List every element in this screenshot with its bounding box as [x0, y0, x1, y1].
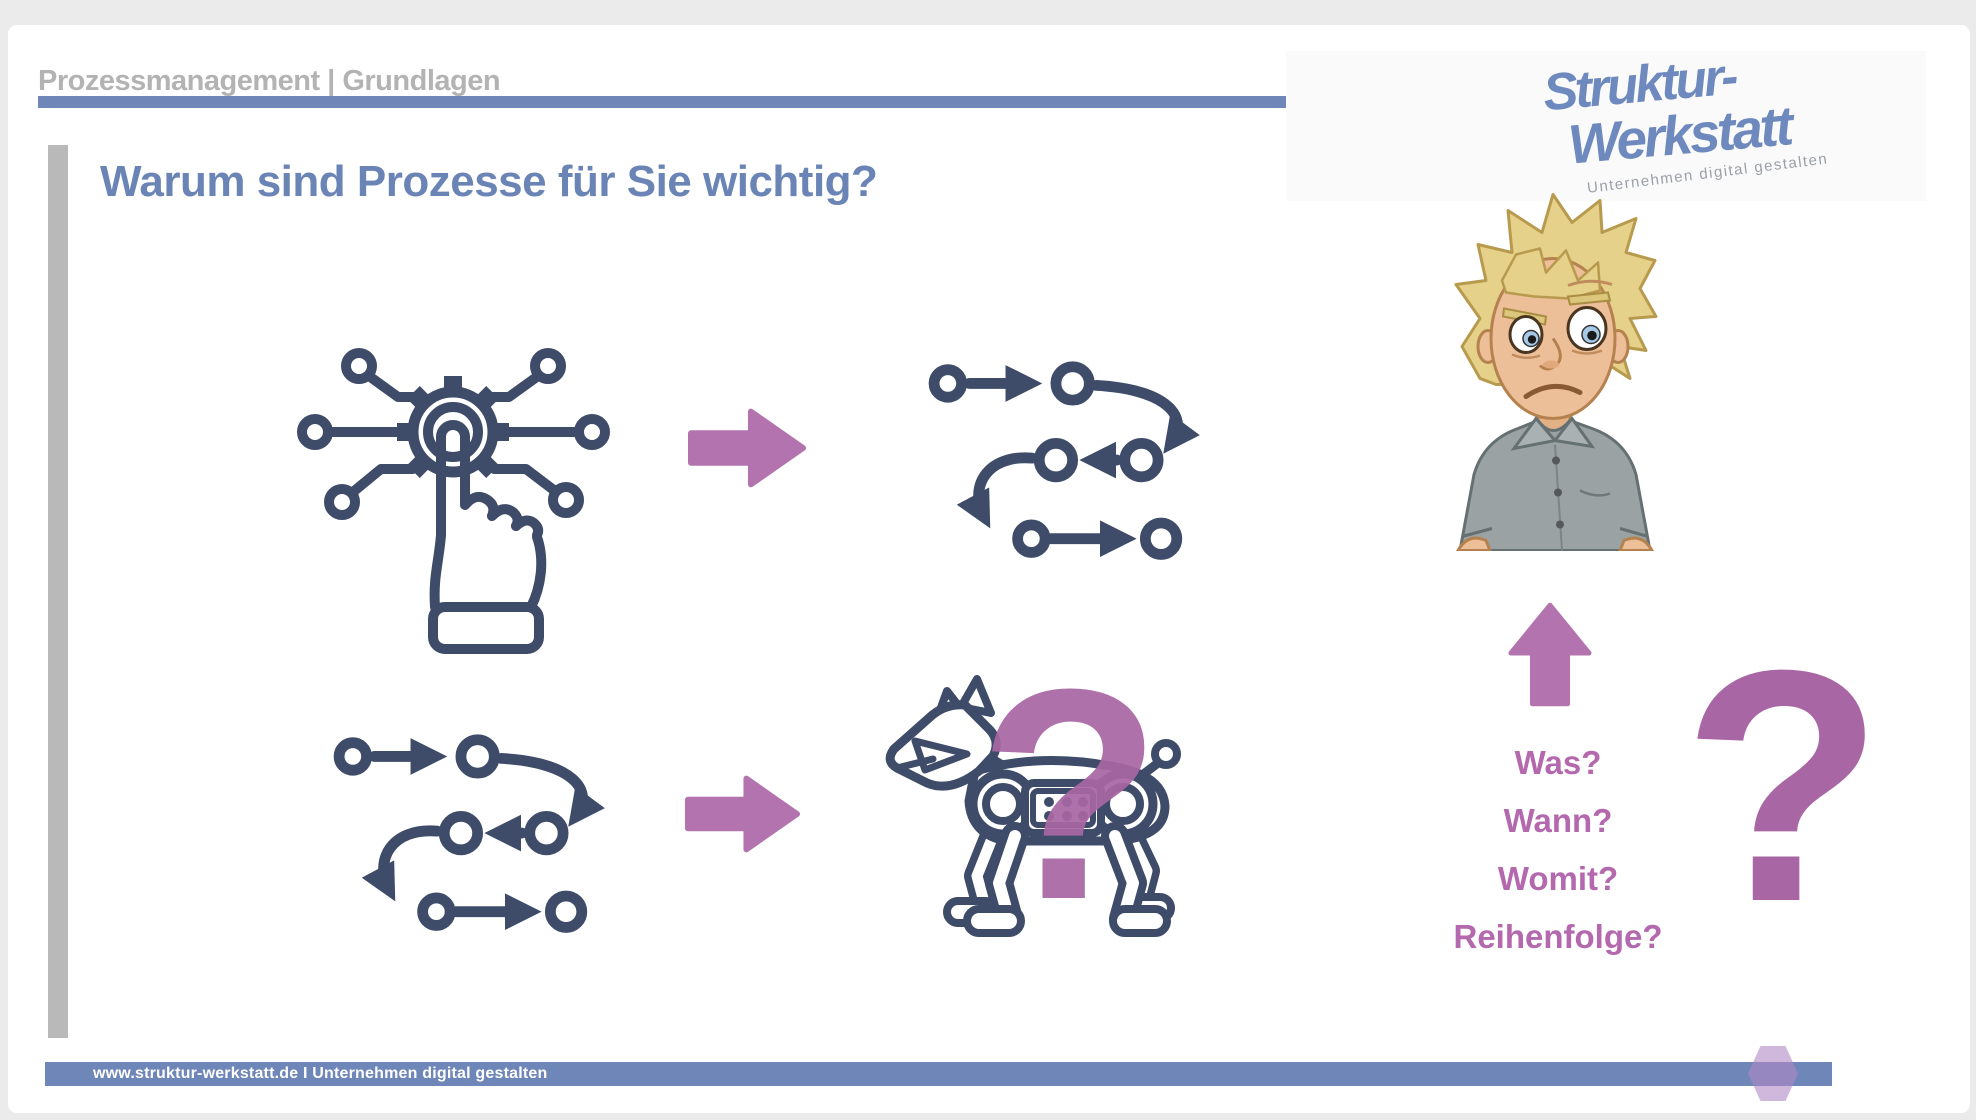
- big-question-mark: ?: [1682, 601, 1884, 970]
- left-accent-bar: [48, 145, 68, 1038]
- digital-touch-gear-icon: [295, 345, 615, 660]
- logo-background: [1286, 51, 1926, 201]
- header-divider: [38, 96, 1535, 108]
- arrow-right-icon: [685, 770, 800, 858]
- question-item: Wann?: [1503, 802, 1613, 839]
- questions-list: Was? Wann? Womit? Reihenfolge?: [1408, 734, 1708, 966]
- question-mark-on-robot: ?: [978, 626, 1162, 962]
- process-flow-icon-bottom: [328, 725, 643, 951]
- hexagon-shape: [1748, 1046, 1798, 1101]
- arrow-up-icon: [1508, 602, 1592, 708]
- question-item: Was?: [1514, 744, 1602, 781]
- question-item: Reihenfolge?: [1453, 918, 1663, 955]
- footer-bar: www.struktur-werkstatt.de I Unternehmen …: [45, 1062, 1832, 1086]
- confused-man-illustration: [1450, 186, 1660, 551]
- page-title: Warum sind Prozesse für Sie wichtig?: [100, 157, 878, 206]
- breadcrumb-header: Prozessmanagement | Grundlagen: [38, 65, 501, 97]
- slide-card: Prozessmanagement | Grundlagen Struktur-…: [8, 25, 1970, 1113]
- arrow-right-icon: [688, 403, 806, 493]
- process-flow-icon-top: [923, 352, 1238, 578]
- question-item: Womit?: [1497, 860, 1619, 897]
- robot-dog-icon: [875, 671, 1195, 941]
- footer-url-text: www.struktur-werkstatt.de I Unternehmen …: [93, 1065, 548, 1082]
